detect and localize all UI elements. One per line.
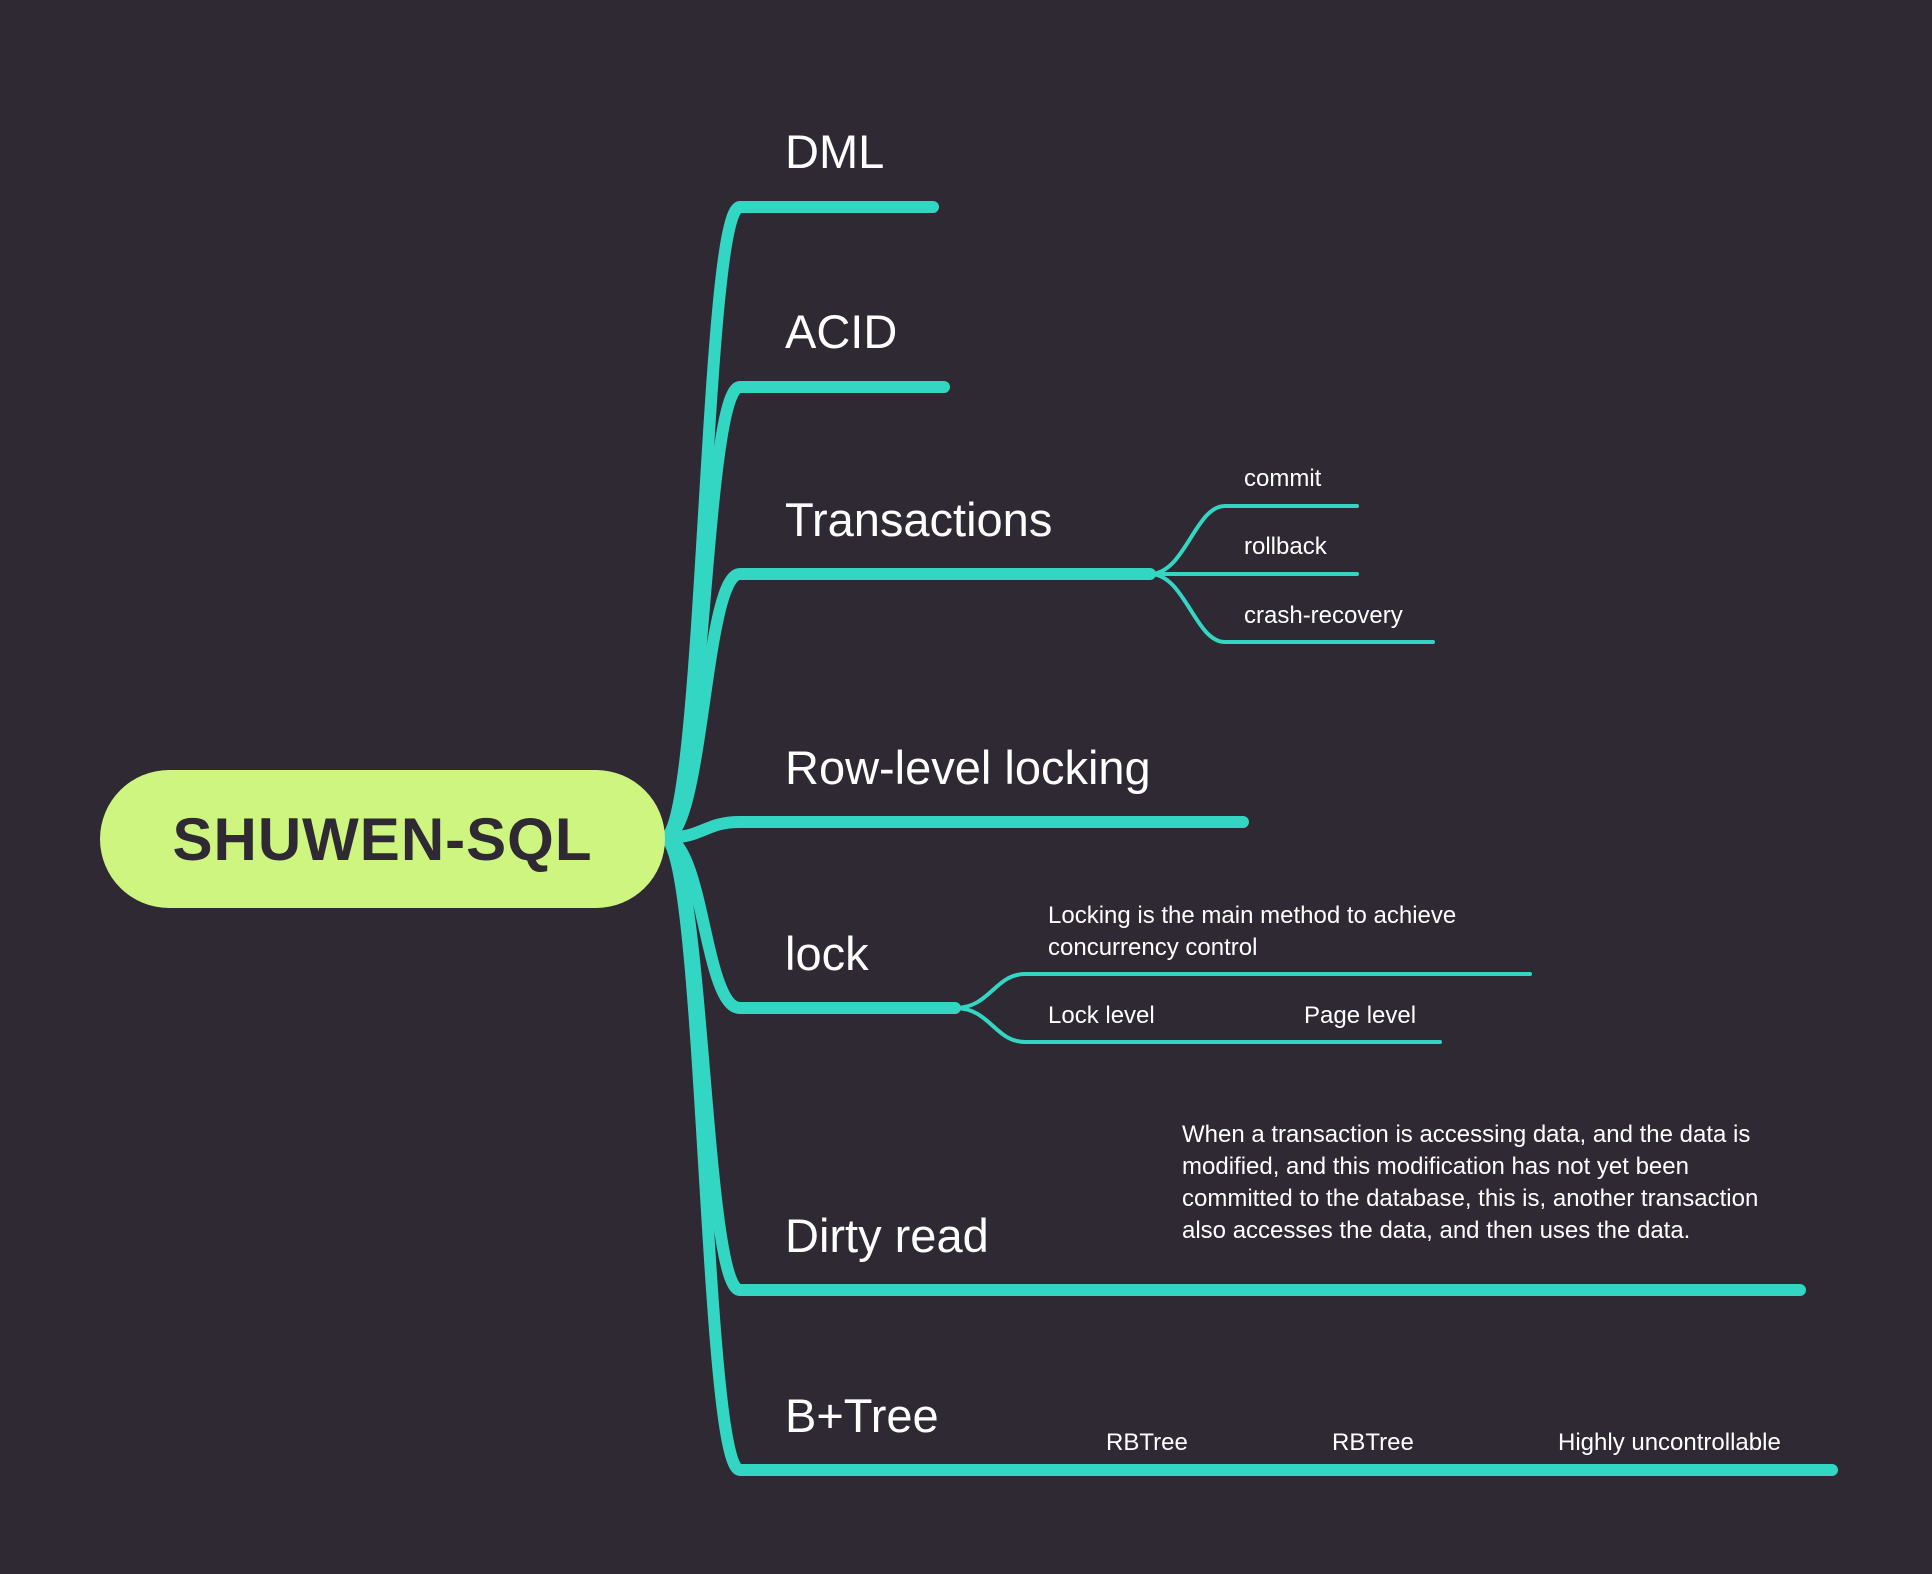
branch-dirty-read[interactable]: Dirty read [785,1209,989,1262]
edge-transactions-trunk [658,568,1156,844]
branch-row-level-locking[interactable]: Row-level locking [785,741,1151,794]
node-crash-recovery[interactable]: crash-recovery [1244,602,1403,629]
edge-crash-recovery [1148,572,1435,644]
node-lock-level[interactable]: Lock level [1048,1002,1155,1029]
node-dirty-read-description[interactable]: When a transaction is accessing data, an… [1182,1121,1759,1244]
edge-commit [1148,504,1359,576]
node-highly-uncontrollable[interactable]: Highly uncontrollable [1558,1429,1781,1456]
edge-lock-level [953,1006,1442,1044]
node-rollback[interactable]: rollback [1244,533,1327,560]
edge-locking-description [953,972,1532,1010]
node-locking-description[interactable]: Locking is the main method to achieve co… [1048,902,1457,961]
branch-acid[interactable]: ACID [785,305,898,358]
branch-btree[interactable]: B+Tree [785,1389,939,1442]
branch-dml[interactable]: DML [785,125,885,178]
root-node[interactable]: SHUWEN-SQL [100,770,665,908]
node-rbtree-2[interactable]: RBTree [1332,1429,1414,1456]
node-commit[interactable]: commit [1244,465,1322,492]
branch-transactions[interactable]: Transactions [785,493,1053,546]
node-rbtree-1[interactable]: RBTree [1106,1429,1188,1456]
edge-btree-trunk [658,832,1838,1476]
edge-lock-trunk [658,832,961,1014]
root-node-label: SHUWEN-SQL [172,805,593,873]
branch-lock[interactable]: lock [785,927,869,980]
node-page-level[interactable]: Page level [1304,1002,1417,1029]
